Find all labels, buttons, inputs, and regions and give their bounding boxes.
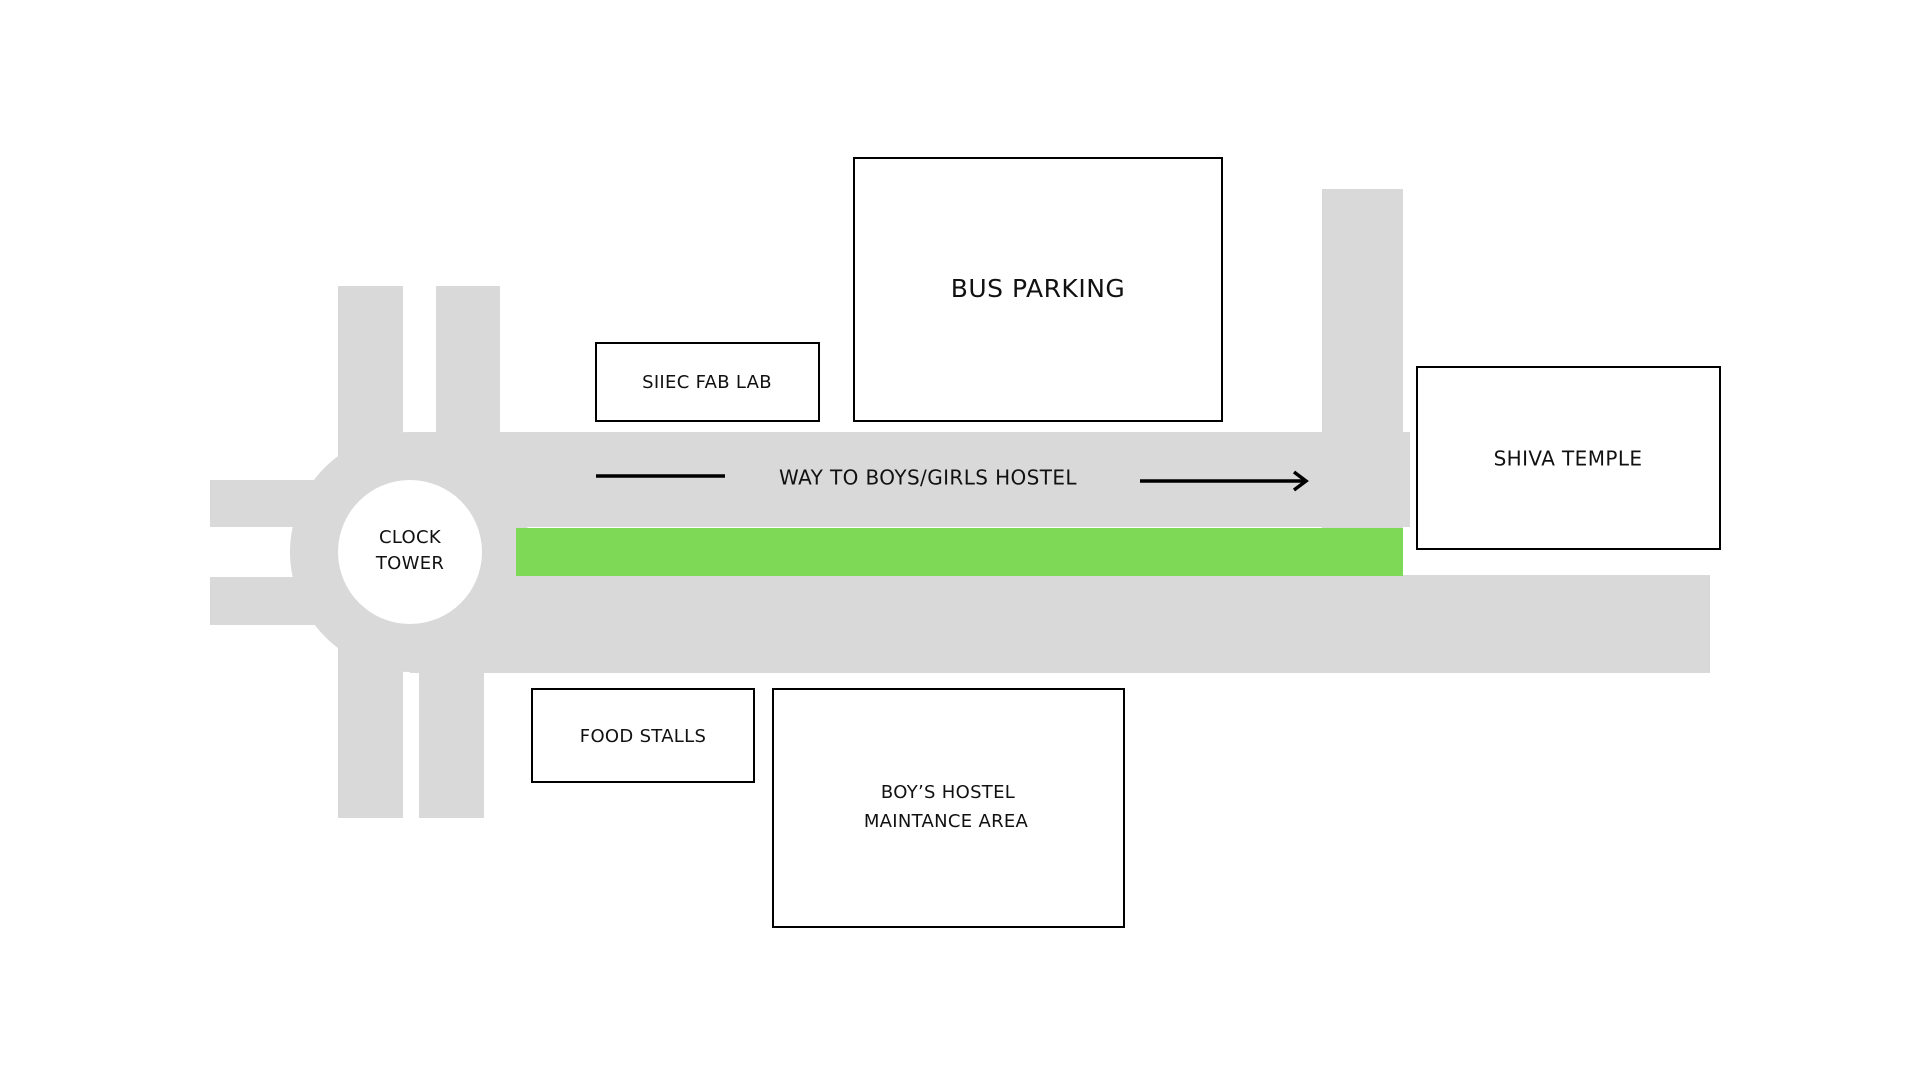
- boys-hostel-label-line1: BOY’S HOSTEL: [881, 782, 1015, 803]
- road-northeast: [1322, 189, 1403, 529]
- building-shiva-temple[interactable]: SHIVA TEMPLE: [1416, 366, 1721, 550]
- clock-tower-circle: [338, 480, 482, 624]
- building-siiec-fab-lab[interactable]: SIIEC FAB LAB: [595, 342, 820, 422]
- route-label: WAY TO BOYS/GIRLS HOSTEL: [779, 466, 1077, 490]
- route-indicator: WAY TO BOYS/GIRLS HOSTEL: [596, 466, 1309, 492]
- clock-tower-label-line1: CLOCK: [379, 527, 442, 548]
- food-stalls-label: FOOD STALLS: [580, 726, 706, 747]
- building-boys-hostel-maintenance[interactable]: BOY’S HOSTEL MAINTANCE AREA: [772, 688, 1125, 928]
- main-road-lower: [410, 575, 1710, 673]
- building-food-stalls[interactable]: FOOD STALLS: [531, 688, 755, 783]
- clock-tower[interactable]: CLOCK TOWER: [338, 480, 482, 624]
- boys-hostel-label-line2: MAINTANCE AREA: [864, 811, 1029, 832]
- highlighted-path: [516, 528, 1403, 576]
- shiva-temple-label: SHIVA TEMPLE: [1494, 447, 1643, 471]
- bus-parking-outline: [853, 157, 1223, 422]
- arrow-right-icon: [1140, 470, 1309, 492]
- boys-hostel-outline: [772, 688, 1125, 928]
- clock-tower-label-line2: TOWER: [375, 553, 444, 574]
- shiva-temple-outline: [1416, 366, 1721, 550]
- siiec-fab-lab-label: SIIEC FAB LAB: [642, 372, 772, 393]
- siiec-fab-lab-outline: [595, 342, 820, 422]
- bus-parking-label: BUS PARKING: [951, 274, 1126, 303]
- food-stalls-outline: [531, 688, 755, 783]
- building-bus-parking[interactable]: BUS PARKING: [853, 157, 1223, 422]
